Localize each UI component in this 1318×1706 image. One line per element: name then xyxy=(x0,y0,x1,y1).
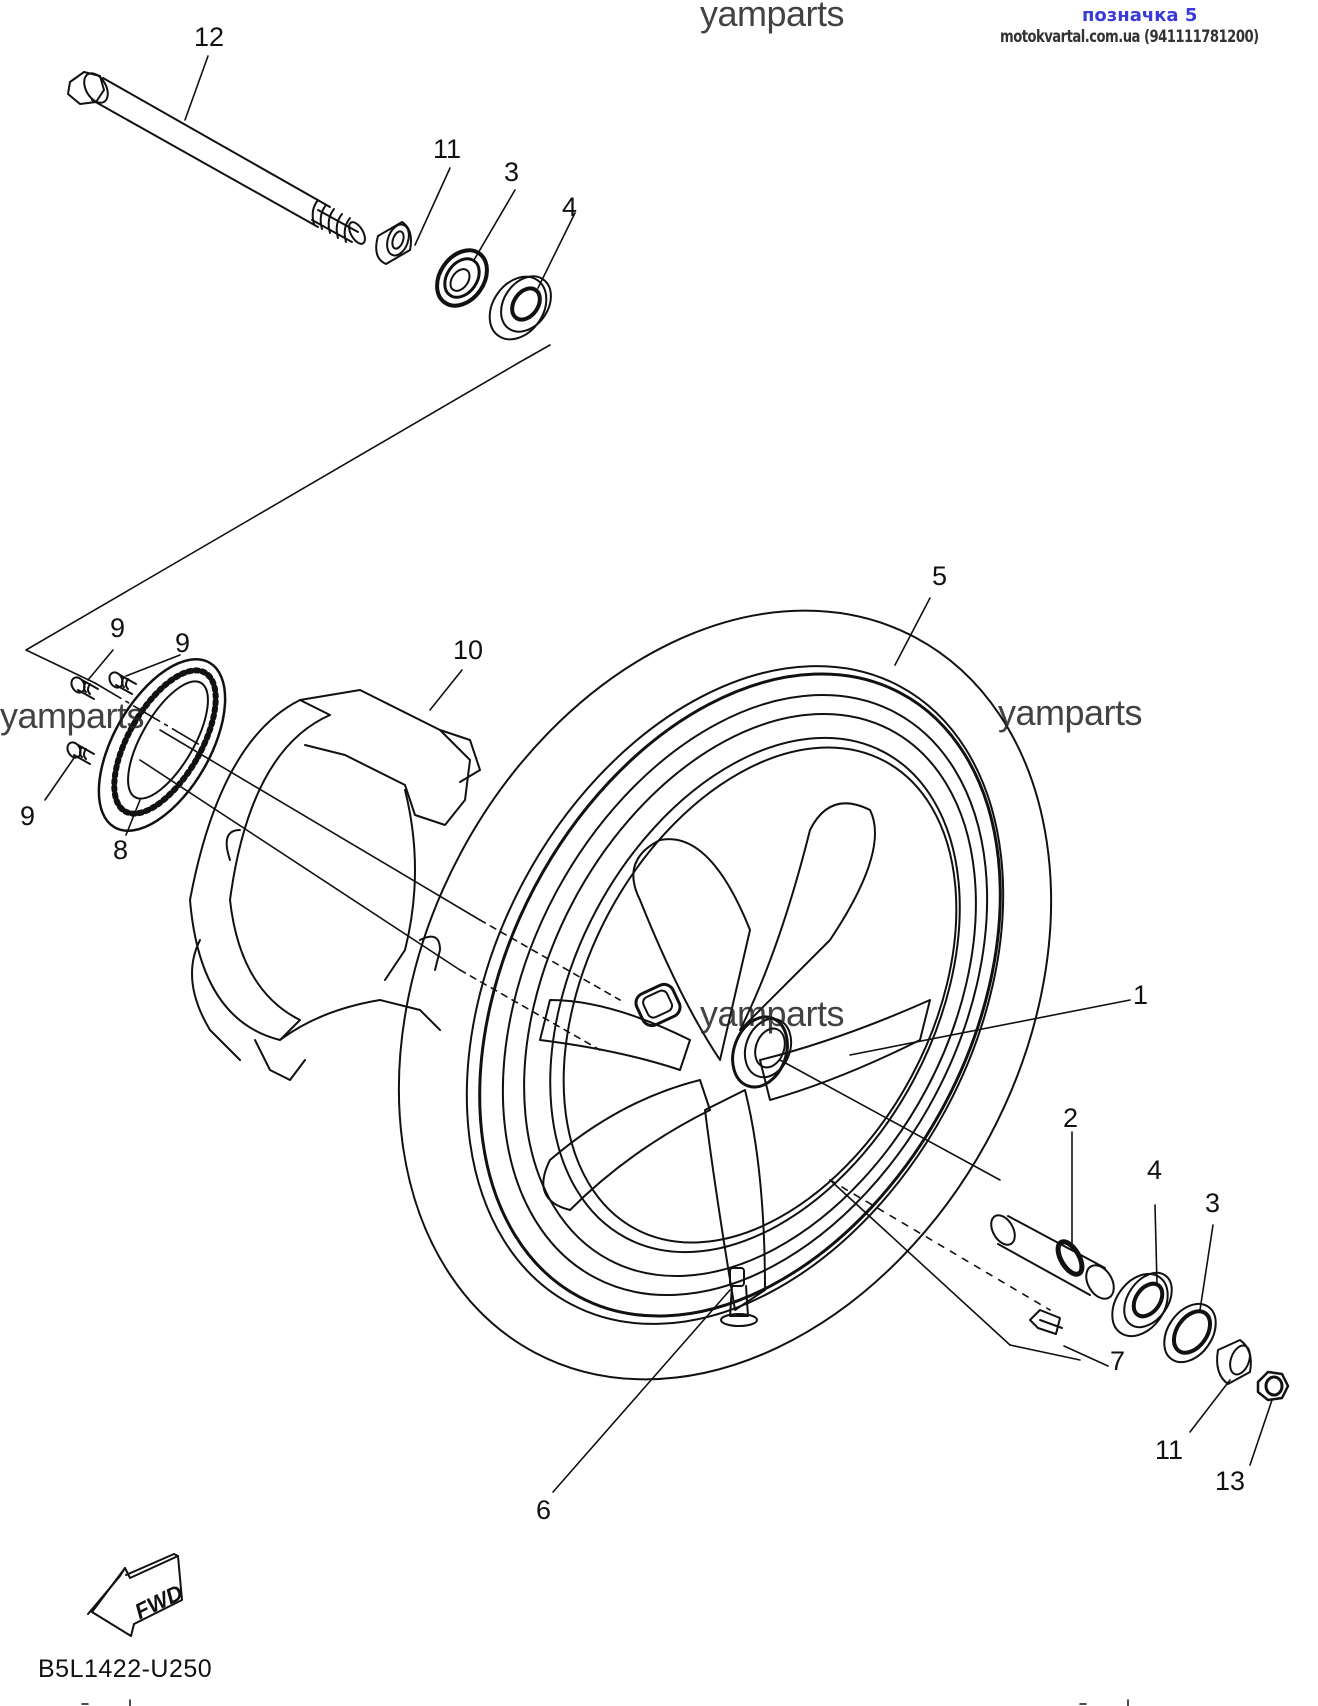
bearing-right xyxy=(1101,1263,1182,1346)
spacer xyxy=(986,1211,1119,1303)
assembly-guide-right xyxy=(780,1060,1080,1360)
callout-11[interactable]: 11 xyxy=(433,134,462,164)
bearing-top xyxy=(478,266,561,350)
callout-8[interactable]: 8 xyxy=(113,835,129,865)
callout-3[interactable]: 3 xyxy=(504,157,520,187)
crop-marks xyxy=(82,1700,1128,1706)
callout-7[interactable]: 7 xyxy=(1110,1346,1126,1376)
callout-6[interactable]: 6 xyxy=(536,1495,552,1525)
callout-1[interactable]: 1 xyxy=(1133,980,1149,1010)
sensor-housing xyxy=(190,690,480,1080)
sensor-rotor xyxy=(73,639,251,852)
watermark: yamparts xyxy=(700,993,845,1034)
callout-4[interactable]: 4 xyxy=(1147,1155,1163,1185)
watermark: yamparts xyxy=(998,692,1143,733)
callout-9[interactable]: 9 xyxy=(175,628,191,658)
badge-site: motokvartal.com.ua (941111781200) xyxy=(1000,27,1259,47)
callout-3[interactable]: 3 xyxy=(1205,1188,1221,1218)
collar-right xyxy=(1217,1340,1253,1384)
leader-lines xyxy=(45,56,1272,1492)
callout-13[interactable]: 13 xyxy=(1215,1466,1246,1496)
watermark: yamparts xyxy=(700,0,845,34)
axle-part xyxy=(68,69,368,246)
balance-weight xyxy=(1030,1310,1062,1334)
fwd-arrow-icon: FWD xyxy=(88,1554,187,1636)
callout-10[interactable]: 10 xyxy=(453,635,484,665)
nut xyxy=(1258,1372,1288,1400)
oil-seal-right xyxy=(1154,1294,1227,1372)
valve xyxy=(721,1268,757,1326)
callout-12[interactable]: 12 xyxy=(194,22,225,52)
callout-9[interactable]: 9 xyxy=(110,613,126,643)
callout-11[interactable]: 11 xyxy=(1155,1435,1184,1465)
wheel-rim xyxy=(405,612,1085,1379)
oil-seal-top xyxy=(427,241,497,315)
callout-2[interactable]: 2 xyxy=(1063,1103,1079,1133)
diagram-code: B5L1422-U250 xyxy=(38,1655,213,1683)
callout-9[interactable]: 9 xyxy=(20,801,36,831)
callout-5[interactable]: 5 xyxy=(932,561,948,591)
collar-top xyxy=(376,222,413,264)
tire xyxy=(270,497,1180,1494)
screws xyxy=(65,670,136,764)
callout-4[interactable]: 4 xyxy=(562,192,578,222)
badge-title: позначка 5 xyxy=(1082,5,1198,26)
fwd-label: FWD xyxy=(131,1580,187,1624)
watermark: yamparts xyxy=(0,695,145,736)
assembly-guide-axis xyxy=(140,730,620,1050)
assembly-guide-top xyxy=(26,345,550,745)
